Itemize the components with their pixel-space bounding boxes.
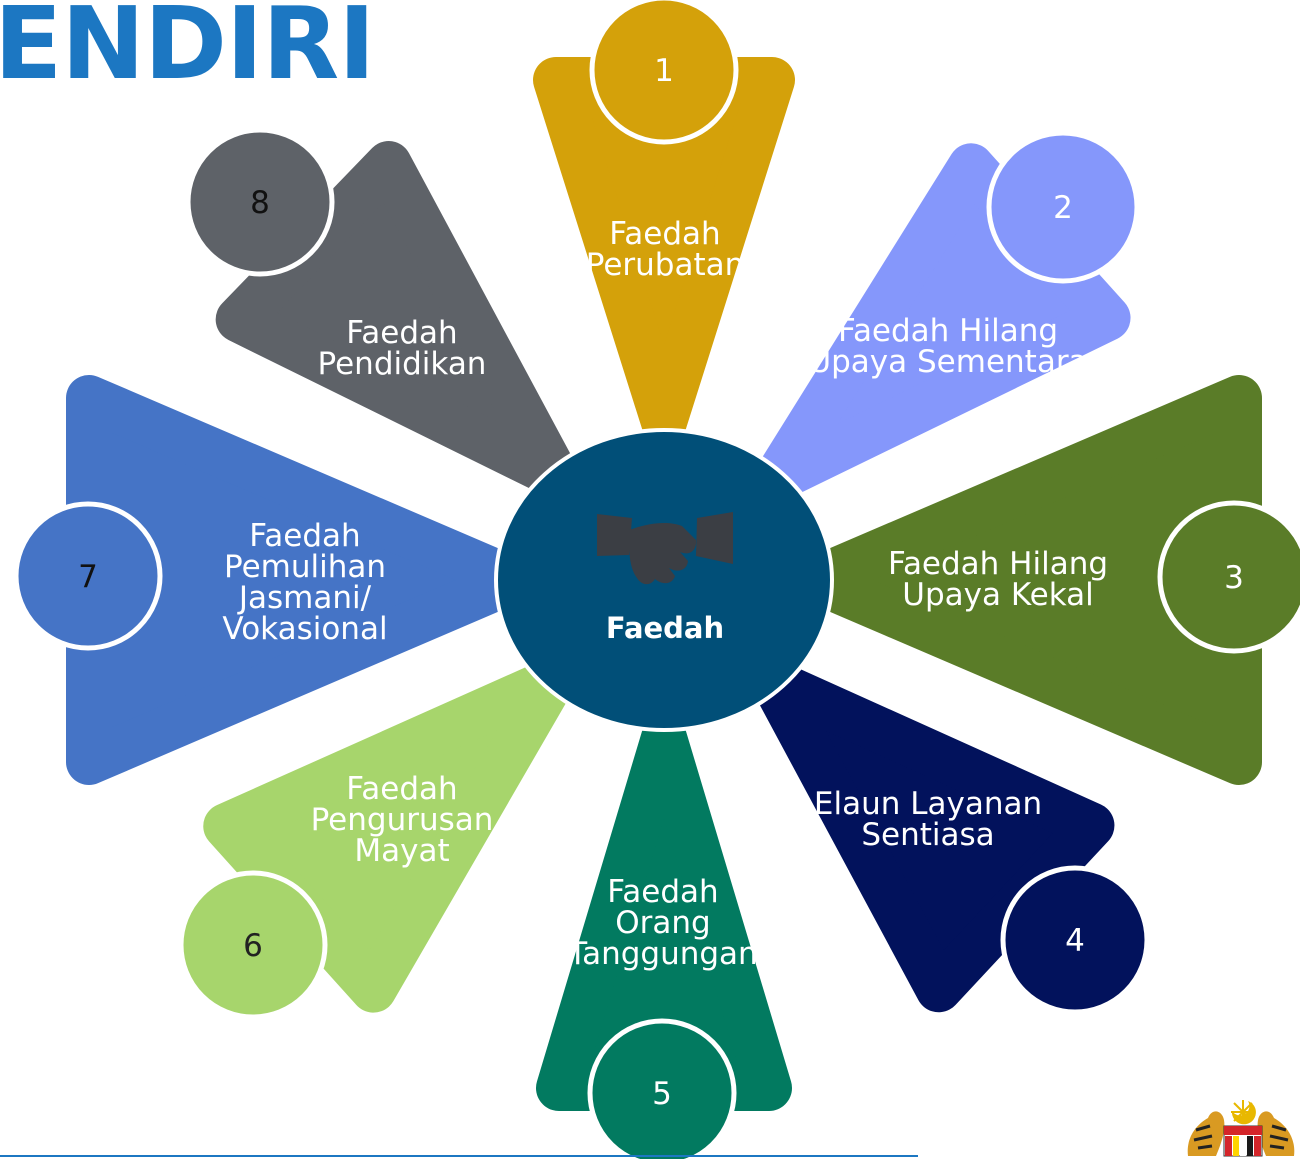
- benefit-label-line: Faedah: [249, 518, 360, 554]
- benefit-label-line: Pemulihan: [224, 549, 386, 585]
- benefit-label-line: Vokasional: [222, 611, 387, 647]
- number-badge: [178, 870, 328, 1020]
- benefit-label-line: Mayat: [354, 833, 449, 869]
- number-label: 1: [654, 53, 674, 89]
- benefit-label-line: Pengurusan: [311, 802, 494, 838]
- benefit-label-line: Faedah: [607, 874, 718, 910]
- benefit-label-line: Faedah: [609, 216, 720, 252]
- number-badge: [13, 501, 163, 651]
- benefit-label-line: Upaya Kekal: [902, 577, 1093, 613]
- footer-divider: [0, 1155, 918, 1157]
- number-badge: [1000, 865, 1150, 1015]
- number-badge: [185, 127, 335, 277]
- benefit-label-line: Faedah Hilang: [888, 546, 1108, 582]
- benefit-label-line: Faedah Hilang: [838, 313, 1058, 349]
- center-hub: Faedah: [494, 428, 834, 732]
- benefit-label-line: Faedah: [346, 315, 457, 351]
- number-label: 6: [243, 928, 263, 964]
- number-label: 7: [78, 559, 98, 595]
- handshake-icon: [597, 512, 733, 585]
- number-label: 4: [1065, 923, 1085, 959]
- number-label: 8: [250, 185, 270, 221]
- center-label: Faedah: [606, 611, 724, 645]
- benefit-label-line: Upaya Sementara: [808, 344, 1087, 380]
- number-badge: [589, 0, 739, 145]
- number-label: 5: [652, 1076, 672, 1112]
- number-badge: [587, 1018, 737, 1159]
- benefit-label-line: Pendidikan: [318, 346, 487, 382]
- number-label: 3: [1224, 560, 1244, 596]
- benefit-label-line: Elaun Layanan: [814, 786, 1042, 822]
- page-title: ENDIRI: [0, 0, 375, 102]
- benefit-label-line: Tanggungan: [567, 936, 757, 972]
- number-badge: [986, 130, 1140, 284]
- benefit-label-line: Faedah: [346, 771, 457, 807]
- number-badge: [1157, 500, 1300, 654]
- number-label: 2: [1053, 190, 1073, 226]
- malaysia-coat-of-arms-logo: [1187, 1100, 1295, 1157]
- benefit-label-line: Perubatan: [586, 247, 745, 283]
- benefit-label-line: Orang: [615, 905, 710, 941]
- benefit-label-line: Sentiasa: [861, 817, 994, 853]
- benefit-label-line: Jasmani/: [237, 580, 372, 616]
